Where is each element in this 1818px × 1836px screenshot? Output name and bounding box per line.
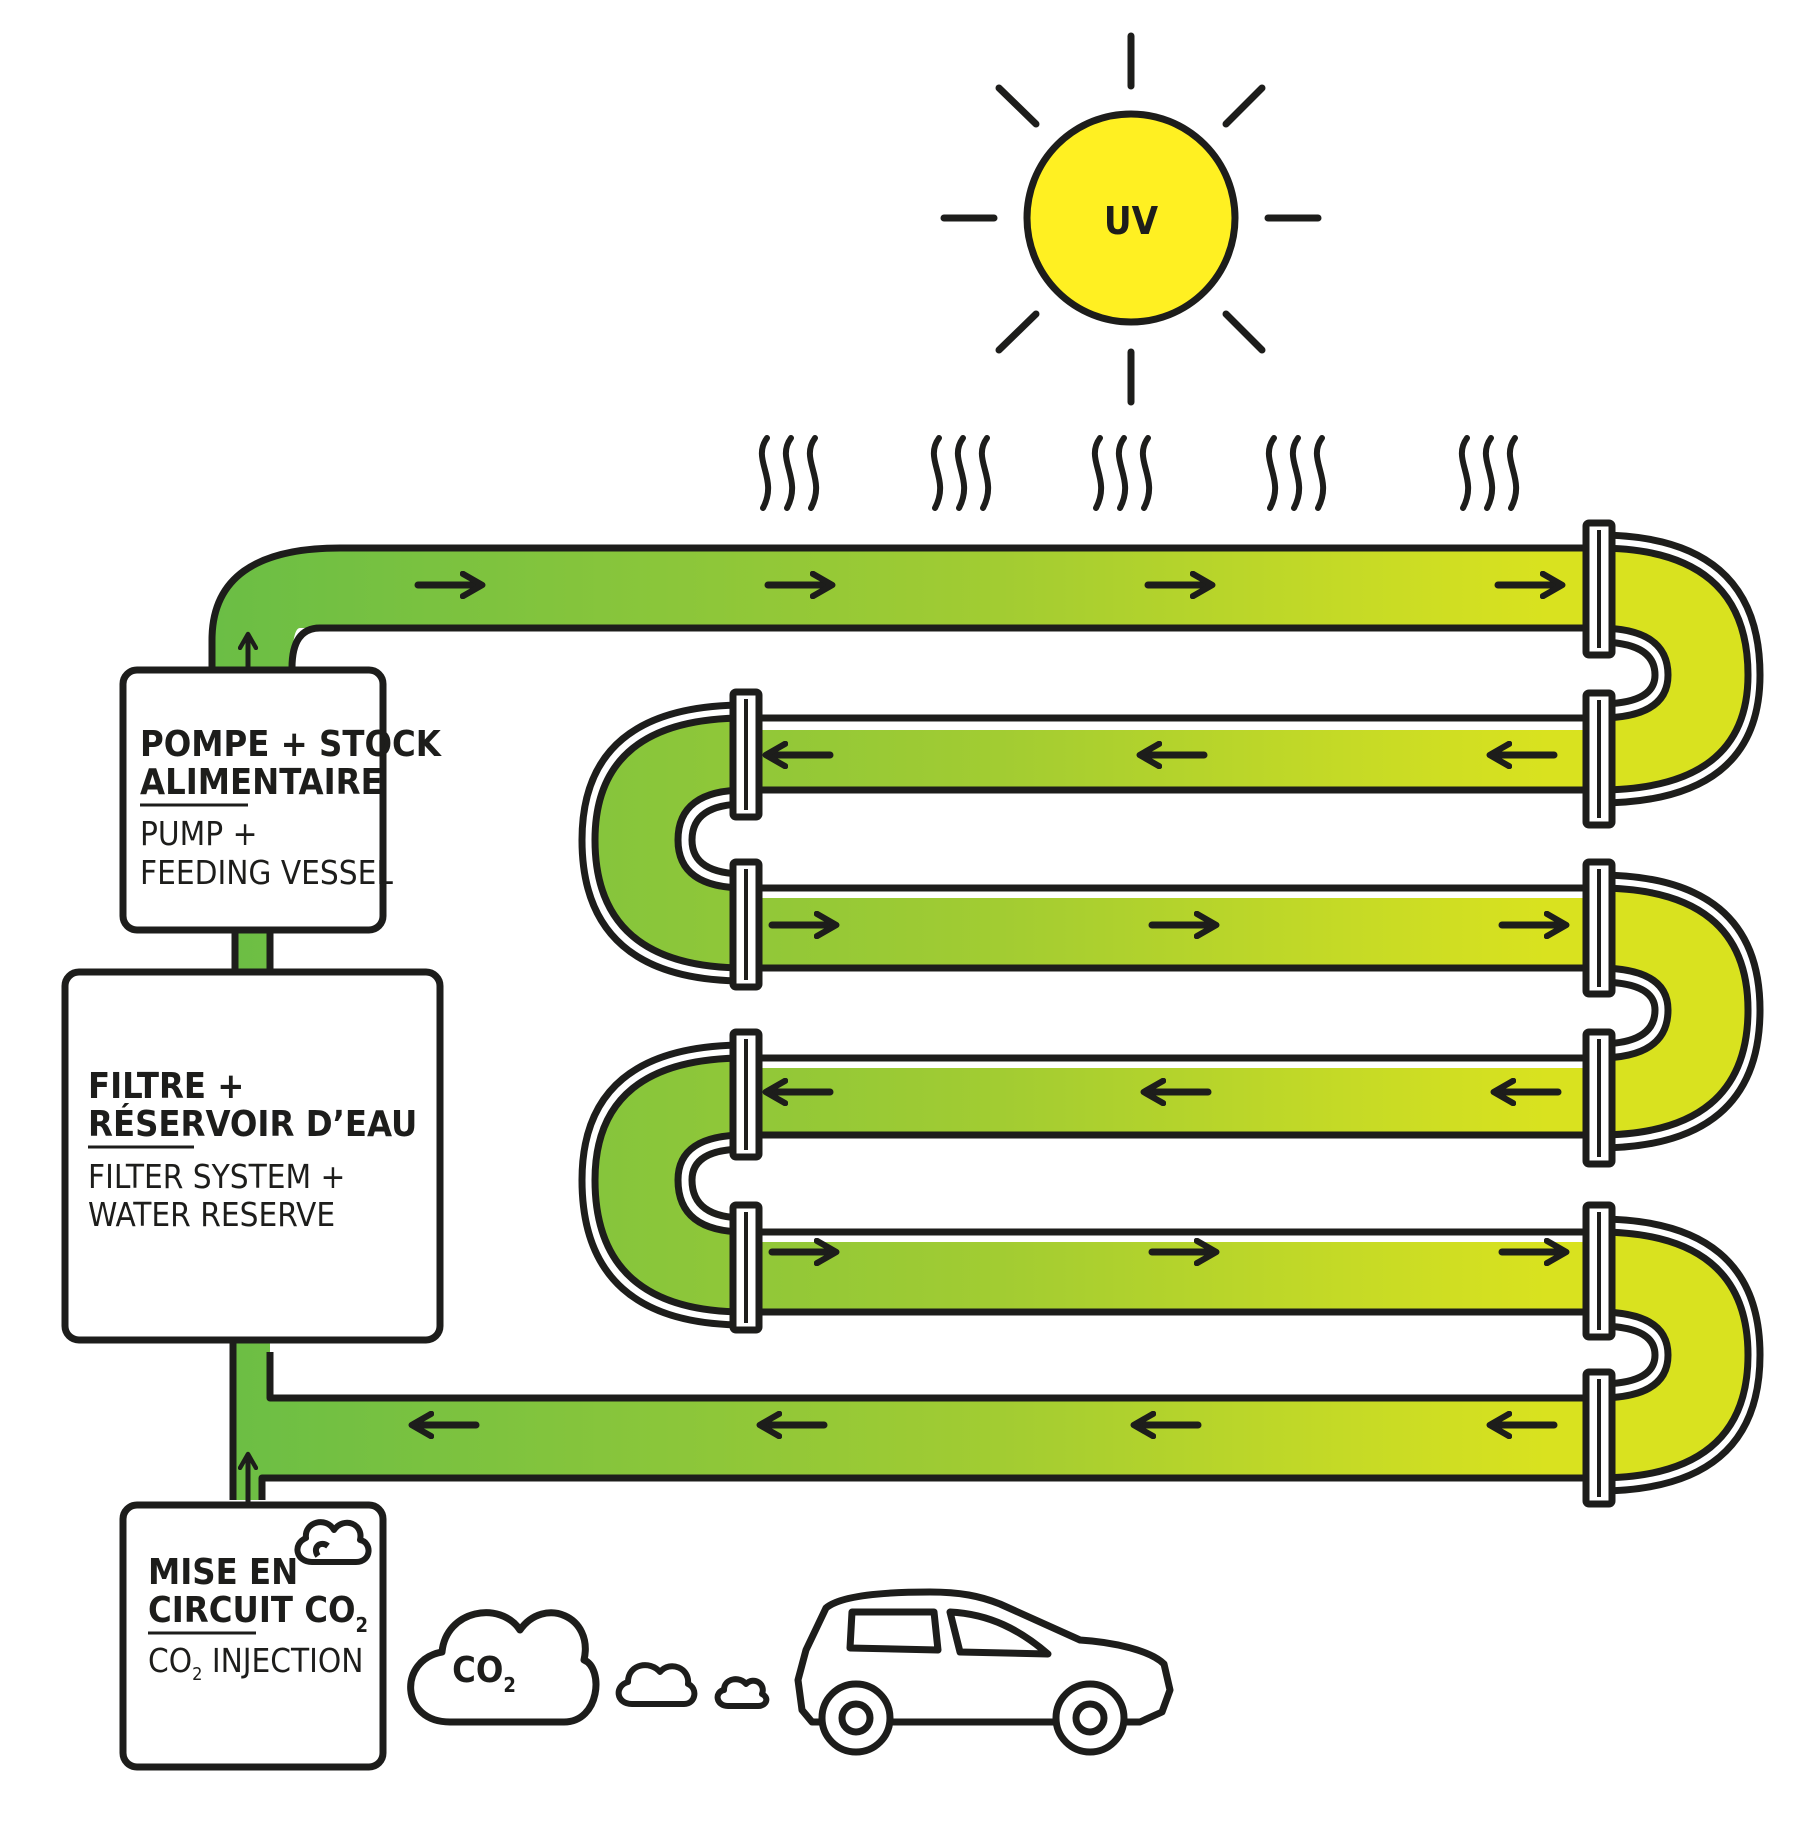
filter-subtitle-line1: FILTER SYSTEM + bbox=[88, 1157, 345, 1196]
car-icon bbox=[794, 1588, 1174, 1756]
co2-subtitle-rest: INJECTION bbox=[202, 1641, 363, 1680]
co2-emission: CO2 bbox=[407, 1588, 1174, 1756]
heat-wave-icon bbox=[758, 435, 820, 511]
svg-text:MISE EN: MISE EN bbox=[148, 1552, 298, 1593]
cloud-label-subscript: 2 bbox=[503, 1673, 516, 1697]
filter-box: FILTRE + RÉSERVOIR D’EAU FILTER SYSTEM +… bbox=[61, 968, 444, 1344]
cloud-icon bbox=[615, 1662, 770, 1709]
pump-title-line1: POMPE + STOCK bbox=[140, 724, 443, 765]
arrow-left-icon bbox=[420, 755, 1562, 1425]
heat-wave-icon bbox=[1458, 435, 1520, 511]
sun-label: UV bbox=[1104, 199, 1159, 243]
filter-title-line1: FILTRE + bbox=[88, 1066, 244, 1107]
co2-title-subscript: 2 bbox=[356, 1613, 369, 1637]
pump-subtitle-line1: PUMP + bbox=[140, 814, 257, 853]
heat-wave-icon bbox=[1091, 435, 1153, 511]
cloud-icon bbox=[294, 1519, 372, 1565]
co2-injection-box: MISE EN CIRCUIT CO2 CO2 INJECTION bbox=[119, 1501, 387, 1771]
svg-text:CO2: CO2 bbox=[452, 1650, 516, 1697]
svg-text:CO2 INJECTION: CO2 INJECTION bbox=[148, 1641, 364, 1685]
pump-subtitle-line2: FEEDING VESSEL bbox=[140, 853, 393, 892]
filter-subtitle-line2: WATER RESERVE bbox=[88, 1195, 335, 1234]
pump-title-line2: ALIMENTAIRE bbox=[140, 762, 383, 803]
arrow-right-icon bbox=[414, 585, 1558, 1252]
filter-title-line2: RÉSERVOIR D’EAU bbox=[88, 1103, 417, 1145]
sun-icon: UV bbox=[940, 32, 1322, 406]
cloud-label: CO bbox=[452, 1650, 503, 1691]
heat-wave-icon bbox=[1265, 435, 1327, 511]
co2-subtitle-main: CO bbox=[148, 1641, 192, 1680]
heat-wave-icon bbox=[930, 435, 992, 511]
co2-subtitle-subscript: 2 bbox=[192, 1664, 202, 1685]
cloud-icon bbox=[407, 1609, 600, 1726]
pump-box: POMPE + STOCK ALIMENTAIRE PUMP + FEEDING… bbox=[119, 666, 443, 934]
co2-title-line2: CIRCUIT CO bbox=[148, 1590, 356, 1631]
tube-circuit bbox=[208, 519, 1764, 1508]
svg-text:CIRCUIT CO2: CIRCUIT CO2 bbox=[148, 1590, 368, 1637]
co2-title-line1: MISE EN bbox=[148, 1552, 298, 1593]
